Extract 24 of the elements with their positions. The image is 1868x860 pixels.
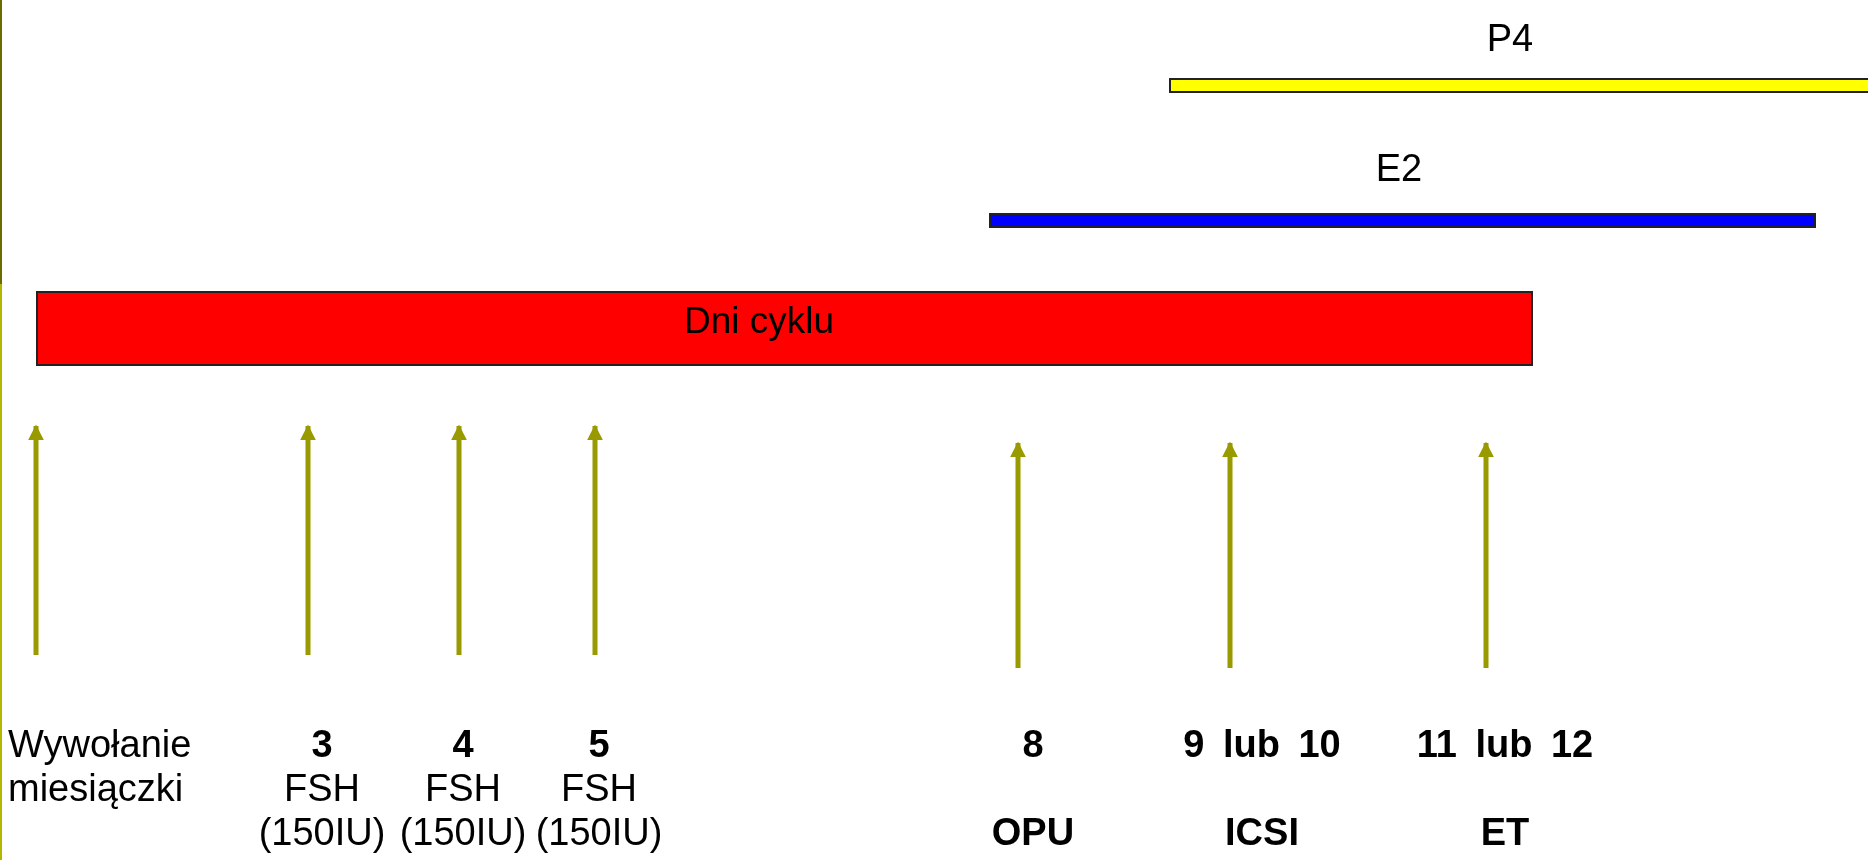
- procedure-label: ET: [1479, 810, 1531, 854]
- hormone-label: E2: [1374, 146, 1424, 191]
- arrow: [451, 424, 467, 655]
- arrow: [1222, 441, 1238, 668]
- day-number: 11 lub 12: [1415, 722, 1595, 766]
- day-number: 3: [310, 722, 334, 766]
- dose-label: FSH (150IU): [398, 766, 528, 854]
- arrow: [587, 424, 603, 655]
- day-number: 4: [451, 722, 475, 766]
- day-number: 5: [587, 722, 611, 766]
- day-number: 8: [1021, 722, 1045, 766]
- day-number: 9 lub 10: [1182, 722, 1342, 766]
- dose-label: FSH (150IU): [257, 766, 387, 854]
- procedure-label: OPU: [990, 810, 1076, 854]
- step-label: Wywołanie miesiączki: [8, 722, 193, 810]
- dose-label: FSH (150IU): [534, 766, 664, 854]
- arrow: [1478, 441, 1494, 668]
- arrow: [28, 424, 44, 655]
- cycle-days-bar: [36, 291, 1533, 366]
- arrow: [1010, 441, 1026, 668]
- bar-label: Dni cyklu: [682, 299, 836, 343]
- procedure-label: ICSI: [1224, 810, 1300, 854]
- arrow: [300, 424, 316, 655]
- hormone-label: P4: [1485, 16, 1535, 61]
